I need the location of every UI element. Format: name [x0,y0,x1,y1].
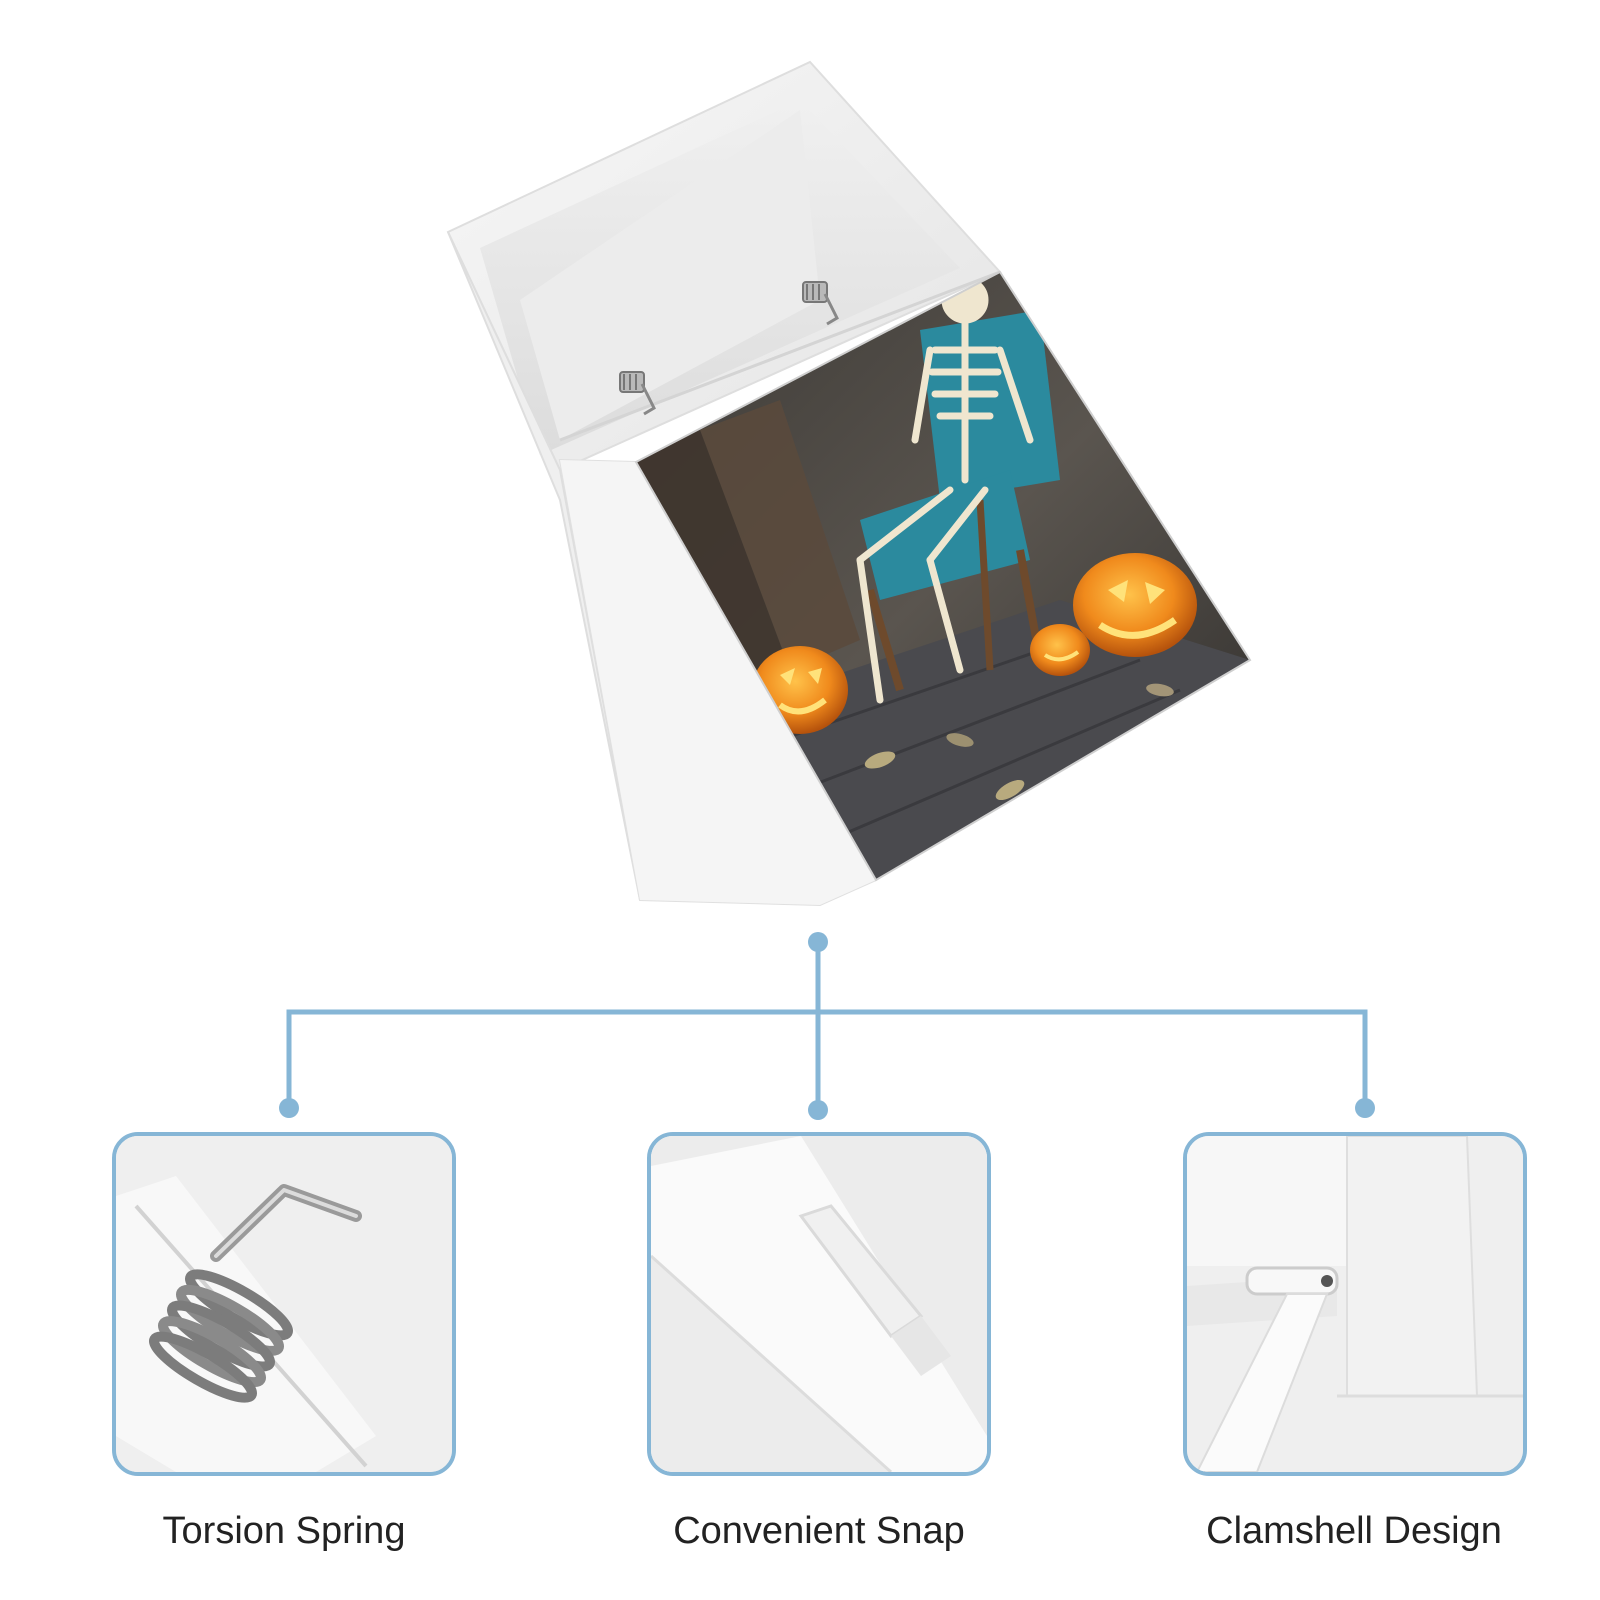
box-front-lid [560,460,876,905]
pumpkin-small [1030,624,1090,676]
lid-spring-left-icon [619,371,656,416]
connector-dot-center [808,1100,828,1120]
feature-caption-convenient-snap: Convenient Snap [673,1510,965,1552]
connector-dot-right [1355,1098,1375,1118]
feature-panel-convenient-snap [647,1132,991,1476]
feature-caption-torsion-spring: Torsion Spring [162,1510,406,1552]
torsion-spring-icon [116,1136,452,1472]
connector-dot-left [279,1098,299,1118]
feature-panel-clamshell-design [1183,1132,1527,1476]
pumpkin-right [1073,553,1197,657]
connector-dot-top [808,932,828,952]
clamshell-hinge-icon [1187,1136,1523,1472]
feature-caption-clamshell-design: Clamshell Design [1206,1510,1502,1552]
lid-spring-right-icon [802,281,839,326]
feature-panel-torsion-spring [112,1132,456,1476]
snap-icon [651,1136,987,1472]
connector-lines [279,932,1375,1120]
product-image [446,60,1252,907]
